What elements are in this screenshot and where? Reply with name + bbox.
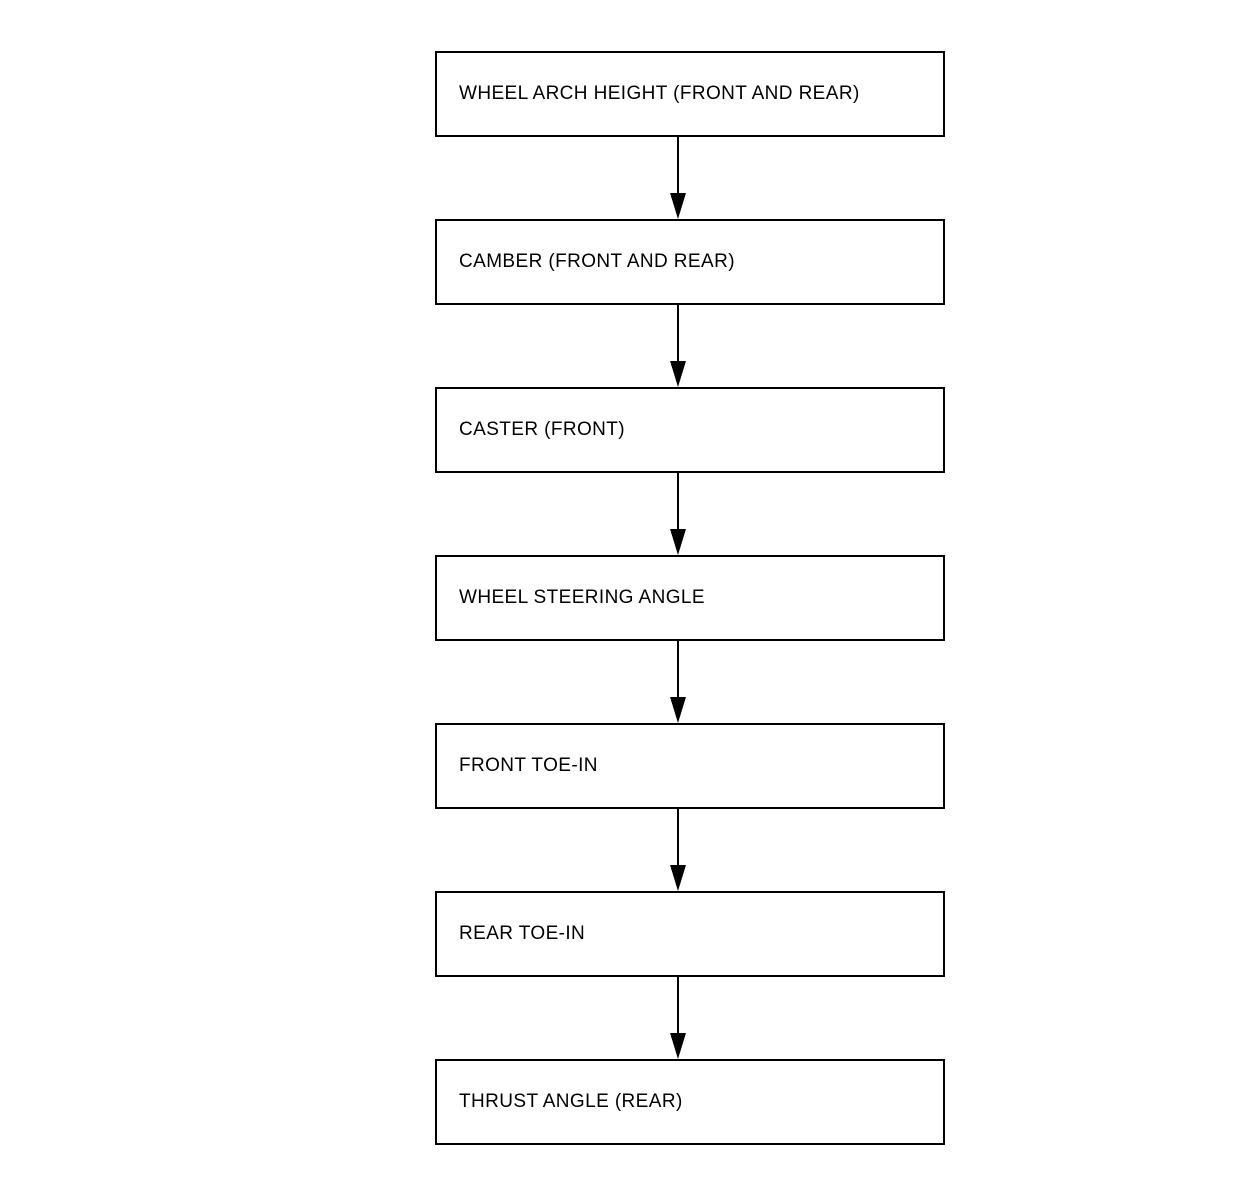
connector-line: [677, 305, 679, 363]
node-label: FRONT TOE-IN: [459, 755, 598, 776]
connector-line: [677, 977, 679, 1035]
down-arrow-icon: [670, 697, 686, 723]
flowchart-node-rear-toe-in[interactable]: REAR TOE-IN: [435, 891, 945, 977]
node-box[interactable]: WHEEL STEERING ANGLE: [435, 555, 945, 641]
flowchart-node-thrust-angle[interactable]: THRUST ANGLE (REAR): [435, 1059, 945, 1145]
connector-camber-to-caster: [435, 305, 945, 387]
flowchart-node-camber[interactable]: CAMBER (FRONT AND REAR): [435, 219, 945, 305]
node-label: WHEEL STEERING ANGLE: [459, 587, 705, 608]
down-arrow-icon: [670, 529, 686, 555]
connector-line: [677, 809, 679, 867]
node-box[interactable]: FRONT TOE-IN: [435, 723, 945, 809]
node-label: CASTER (FRONT): [459, 419, 626, 440]
flowchart-node-wheel-arch-height[interactable]: WHEEL ARCH HEIGHT (FRONT AND REAR): [435, 51, 945, 137]
down-arrow-icon: [670, 193, 686, 219]
node-box[interactable]: CAMBER (FRONT AND REAR): [435, 219, 945, 305]
flowchart-node-front-toe-in[interactable]: FRONT TOE-IN: [435, 723, 945, 809]
connector-wheel-steering-angle-to-front-toe-in: [435, 641, 945, 723]
node-box[interactable]: CASTER (FRONT): [435, 387, 945, 473]
connector-caster-to-wheel-steering-angle: [435, 473, 945, 555]
node-label: REAR TOE-IN: [459, 923, 586, 944]
connector-wheel-arch-height-to-camber: [435, 137, 945, 219]
node-box[interactable]: WHEEL ARCH HEIGHT (FRONT AND REAR): [435, 51, 945, 137]
flowchart-node-caster[interactable]: CASTER (FRONT): [435, 387, 945, 473]
flowchart-node-wheel-steering-angle[interactable]: WHEEL STEERING ANGLE: [435, 555, 945, 641]
flowchart-node-chain: WHEEL ARCH HEIGHT (FRONT AND REAR) CAMBE…: [435, 51, 945, 1145]
node-box[interactable]: THRUST ANGLE (REAR): [435, 1059, 945, 1145]
node-label: CAMBER (FRONT AND REAR): [459, 251, 735, 272]
connector-line: [677, 473, 679, 531]
connector-front-toe-in-to-rear-toe-in: [435, 809, 945, 891]
down-arrow-icon: [670, 865, 686, 891]
node-label: WHEEL ARCH HEIGHT (FRONT AND REAR): [459, 83, 860, 104]
down-arrow-icon: [670, 361, 686, 387]
connector-rear-toe-in-to-thrust-angle: [435, 977, 945, 1059]
connector-line: [677, 641, 679, 699]
node-label: THRUST ANGLE (REAR): [459, 1091, 683, 1112]
node-box[interactable]: REAR TOE-IN: [435, 891, 945, 977]
down-arrow-icon: [670, 1033, 686, 1059]
connector-line: [677, 137, 679, 195]
